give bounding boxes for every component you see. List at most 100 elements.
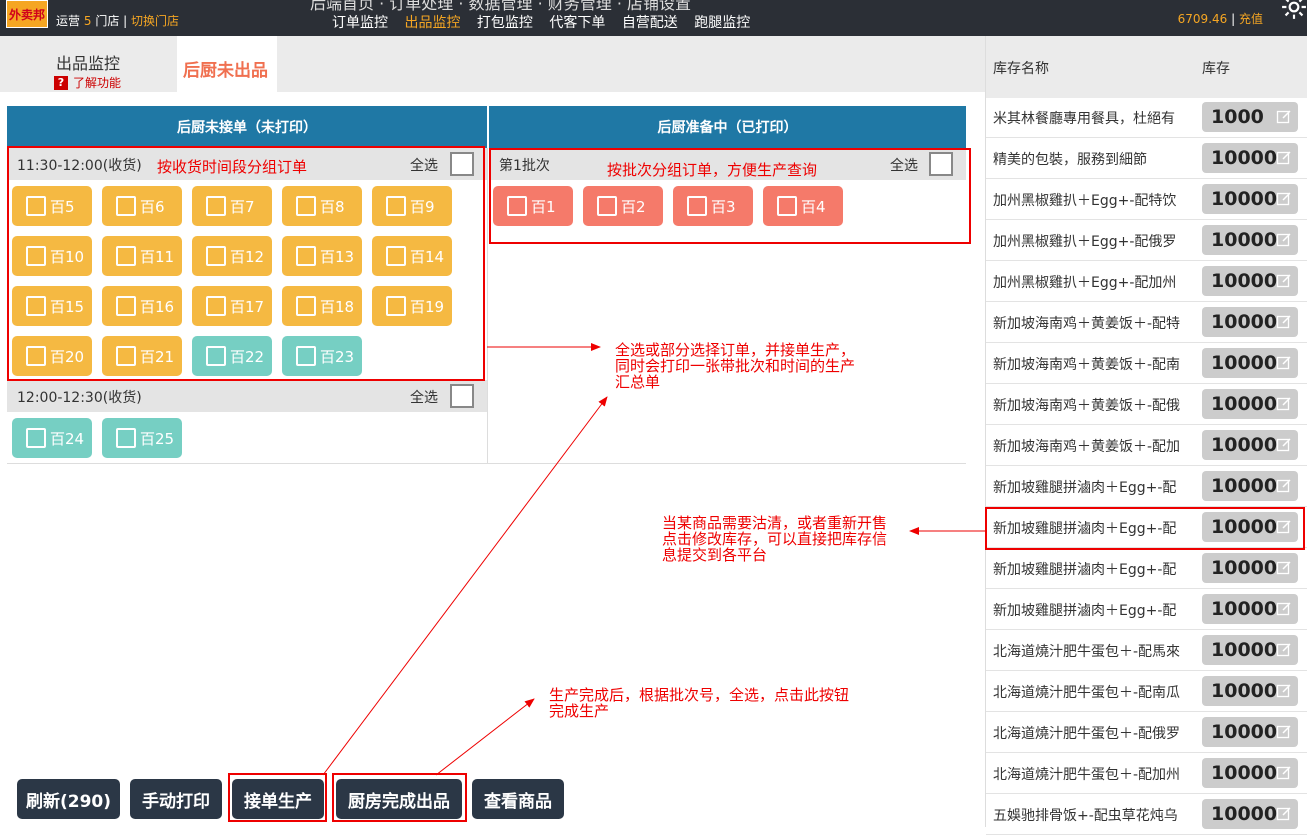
subnav-errand-monitor[interactable]: 跑腿监控 (694, 15, 751, 31)
edit-icon[interactable] (1276, 519, 1292, 535)
gear-icon[interactable] (1281, 0, 1307, 20)
checkbox-icon[interactable] (116, 246, 136, 266)
order-button[interactable]: 百11 (102, 236, 182, 276)
order-button[interactable]: 百2 (583, 186, 663, 226)
order-button[interactable]: 百14 (372, 236, 452, 276)
order-button[interactable]: 百6 (102, 186, 182, 226)
stock-edit-field[interactable]: 10000 (1202, 225, 1298, 255)
order-button[interactable]: 百1 (493, 186, 573, 226)
edit-icon[interactable] (1276, 806, 1292, 822)
order-button[interactable]: 百16 (102, 286, 182, 326)
edit-icon[interactable] (1276, 683, 1292, 699)
stock-edit-field[interactable]: 10000 (1202, 389, 1298, 419)
stock-edit-field[interactable]: 10000 (1202, 512, 1298, 542)
checkbox-icon[interactable] (26, 196, 46, 216)
switch-store-link[interactable]: 切换门店 (131, 14, 180, 28)
refresh-button[interactable]: 刷新(290) (17, 779, 120, 819)
checkbox-icon[interactable] (116, 296, 136, 316)
stock-edit-field[interactable]: 10000 (1202, 348, 1298, 378)
tab-output-monitor[interactable]: 出品监控 ? 了解功能 (0, 36, 176, 92)
order-button[interactable]: 百7 (192, 186, 272, 226)
edit-icon[interactable] (1276, 314, 1292, 330)
view-goods-button[interactable]: 查看商品 (472, 779, 564, 819)
edit-icon[interactable] (1276, 601, 1292, 617)
stock-edit-field[interactable]: 10000 (1202, 266, 1298, 296)
stock-edit-field[interactable]: 10000 (1202, 307, 1298, 337)
order-button[interactable]: 百17 (192, 286, 272, 326)
stock-edit-field[interactable]: 10000 (1202, 635, 1298, 665)
order-button[interactable]: 百9 (372, 186, 452, 226)
edit-icon[interactable] (1276, 437, 1292, 453)
recharge-link[interactable]: 充值 (1238, 12, 1263, 26)
select-all-checkbox[interactable] (929, 152, 953, 176)
main-nav[interactable]: 后端首页 · 订单处理 · 数据管理 · 财务管理 · 店铺设置 (310, 0, 692, 13)
subnav-proxy-order[interactable]: 代客下单 (549, 15, 606, 31)
stock-edit-field[interactable]: 10000 (1202, 143, 1298, 173)
order-button[interactable]: 百23 (282, 336, 362, 376)
checkbox-icon[interactable] (26, 346, 46, 366)
edit-icon[interactable] (1276, 478, 1292, 494)
order-button[interactable]: 百24 (12, 418, 92, 458)
edit-icon[interactable] (1276, 150, 1292, 166)
subnav-self-delivery[interactable]: 自营配送 (621, 15, 678, 31)
learn-feature-link[interactable]: ? 了解功能 (54, 74, 121, 91)
order-button[interactable]: 百5 (12, 186, 92, 226)
checkbox-icon[interactable] (26, 428, 46, 448)
edit-icon[interactable] (1276, 642, 1292, 658)
checkbox-icon[interactable] (507, 196, 527, 216)
subnav-order-monitor[interactable]: 订单监控 (332, 15, 388, 31)
stock-edit-field[interactable]: 10000 (1202, 471, 1298, 501)
checkbox-icon[interactable] (296, 296, 316, 316)
checkbox-icon[interactable] (206, 246, 226, 266)
checkbox-icon[interactable] (687, 196, 707, 216)
kitchen-done-button[interactable]: 厨房完成出品 (336, 779, 462, 819)
tab-kitchen-pending[interactable]: 后厨未出品 (177, 36, 277, 92)
checkbox-icon[interactable] (206, 346, 226, 366)
checkbox-icon[interactable] (206, 296, 226, 316)
stock-edit-field[interactable]: 10000 (1202, 553, 1298, 583)
checkbox-icon[interactable] (386, 246, 406, 266)
accept-production-button[interactable]: 接单生产 (232, 779, 324, 819)
checkbox-icon[interactable] (116, 346, 136, 366)
edit-icon[interactable] (1276, 109, 1292, 125)
order-button[interactable]: 百20 (12, 336, 92, 376)
checkbox-icon[interactable] (206, 196, 226, 216)
edit-icon[interactable] (1276, 232, 1292, 248)
order-button[interactable]: 百8 (282, 186, 362, 226)
checkbox-icon[interactable] (777, 196, 797, 216)
order-button[interactable]: 百4 (763, 186, 843, 226)
order-button[interactable]: 百12 (192, 236, 272, 276)
stock-edit-field[interactable]: 10000 (1202, 799, 1298, 829)
checkbox-icon[interactable] (116, 196, 136, 216)
checkbox-icon[interactable] (296, 196, 316, 216)
order-button[interactable]: 百25 (102, 418, 182, 458)
order-button[interactable]: 百13 (282, 236, 362, 276)
subnav-output-monitor[interactable]: 出品监控 (404, 15, 461, 31)
select-all-checkbox[interactable] (450, 152, 474, 176)
checkbox-icon[interactable] (597, 196, 617, 216)
order-button[interactable]: 百18 (282, 286, 362, 326)
stock-edit-field[interactable]: 10000 (1202, 594, 1298, 624)
order-button[interactable]: 百10 (12, 236, 92, 276)
edit-icon[interactable] (1276, 560, 1292, 576)
edit-icon[interactable] (1276, 191, 1292, 207)
select-all-checkbox[interactable] (450, 384, 474, 408)
checkbox-icon[interactable] (26, 246, 46, 266)
checkbox-icon[interactable] (26, 296, 46, 316)
edit-icon[interactable] (1276, 273, 1292, 289)
stock-edit-field[interactable]: 10000 (1202, 184, 1298, 214)
stock-edit-field[interactable]: 10000 (1202, 430, 1298, 460)
order-button[interactable]: 百3 (673, 186, 753, 226)
order-button[interactable]: 百21 (102, 336, 182, 376)
subnav-pack-monitor[interactable]: 打包监控 (476, 15, 533, 31)
stock-edit-field[interactable]: 10000 (1202, 758, 1298, 788)
order-button[interactable]: 百15 (12, 286, 92, 326)
order-button[interactable]: 百22 (192, 336, 272, 376)
order-button[interactable]: 百19 (372, 286, 452, 326)
stock-edit-field[interactable]: 1000 (1202, 102, 1298, 132)
checkbox-icon[interactable] (116, 428, 136, 448)
checkbox-icon[interactable] (386, 296, 406, 316)
checkbox-icon[interactable] (296, 346, 316, 366)
stock-edit-field[interactable]: 10000 (1202, 717, 1298, 747)
manual-print-button[interactable]: 手动打印 (130, 779, 222, 819)
